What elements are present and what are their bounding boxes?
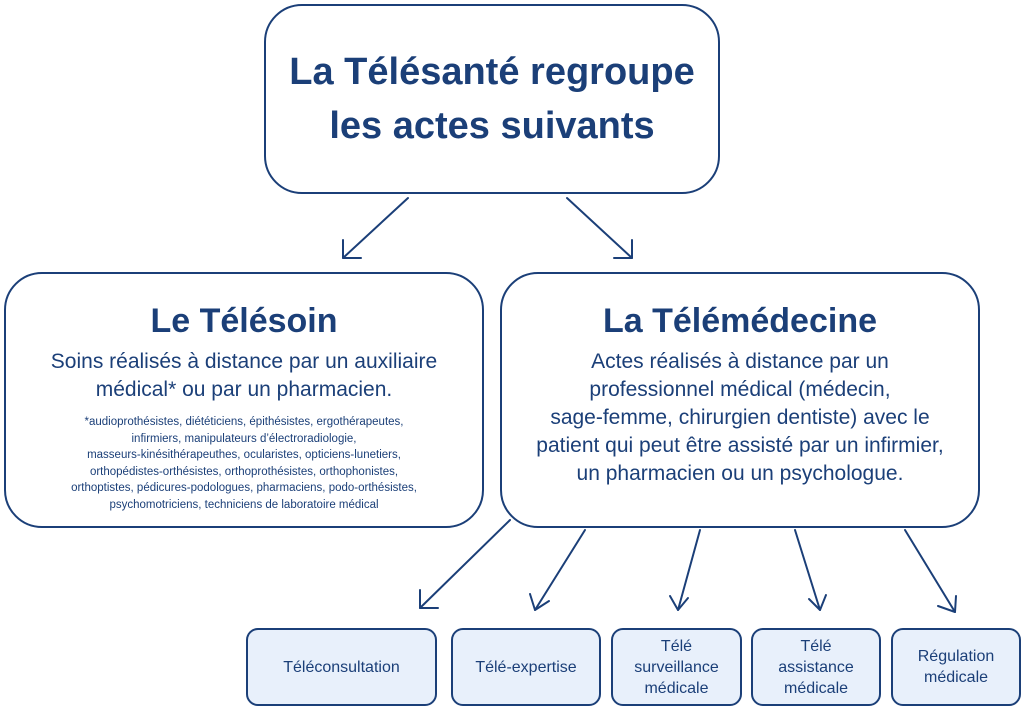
act-label: Téléconsultation <box>283 658 400 676</box>
telesoin-description: Soins réalisés à distance par un auxilia… <box>50 350 438 401</box>
telemedecine-node: La Télémédecine Actes réalisés à distanc… <box>500 272 980 528</box>
act-label: Télé surveillance médicale <box>634 637 719 697</box>
arrow-to-telesurveillance <box>677 529 701 611</box>
root-title: La Télésanté regroupe les actes suivants <box>289 51 695 147</box>
arrow-to-regulation <box>904 529 956 613</box>
telemedecine-description: Actes réalisés à distance par un profess… <box>536 350 944 485</box>
arrow-to-tele-expertise <box>534 529 586 611</box>
arrow-to-telemedecine <box>566 197 633 259</box>
act-label: Régulation médicale <box>917 648 995 686</box>
telemedecine-title: La Télémédecine <box>602 302 877 340</box>
act-teleassistance: Télé assistance médicale <box>751 628 881 706</box>
root-node: La Télésanté regroupe les actes suivants <box>264 4 720 194</box>
act-regulation-medicale: Régulation médicale <box>891 628 1021 706</box>
act-teleconsultation: Téléconsultation <box>246 628 437 706</box>
arrow-to-telesoin <box>342 197 409 259</box>
arrow-to-teleassistance <box>794 529 821 611</box>
telesoin-title: Le Télésoin <box>150 302 338 340</box>
telesoin-node: Le Télésoin Soins réalisés à distance pa… <box>4 272 484 528</box>
act-telesurveillance: Télé surveillance médicale <box>611 628 742 706</box>
arrow-to-teleconsultation <box>419 519 511 609</box>
act-tele-expertise: Télé-expertise <box>451 628 601 706</box>
telesoin-footnote: *audioprothésistes, diététiciens, épithé… <box>71 416 417 511</box>
act-label: Télé-expertise <box>475 658 577 676</box>
act-label: Télé assistance médicale <box>778 637 854 697</box>
